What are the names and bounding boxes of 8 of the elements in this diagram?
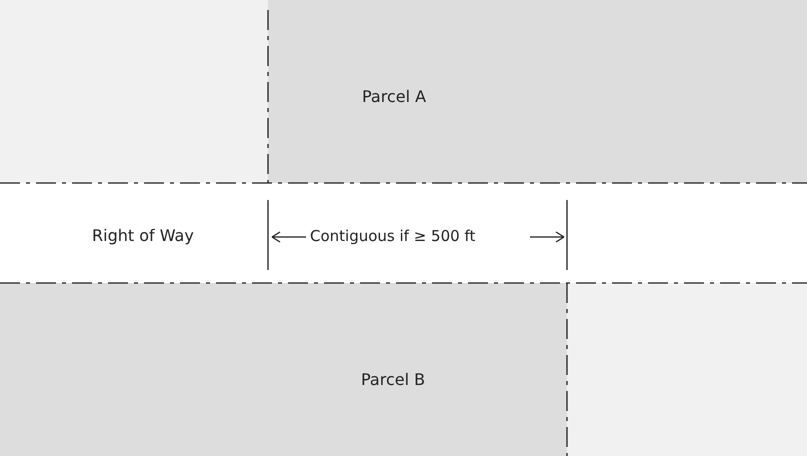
parcel-area <box>268 0 807 183</box>
parcel-area <box>0 0 268 183</box>
parcel-label: Parcel A <box>362 87 426 106</box>
parcel-label: Parcel B <box>361 370 426 389</box>
parcel-area <box>0 283 567 456</box>
right-of-way-label: Right of Way <box>92 226 194 245</box>
dimension-label: Contiguous if ≥ 500 ft <box>310 227 476 245</box>
parcel-area <box>567 283 807 456</box>
